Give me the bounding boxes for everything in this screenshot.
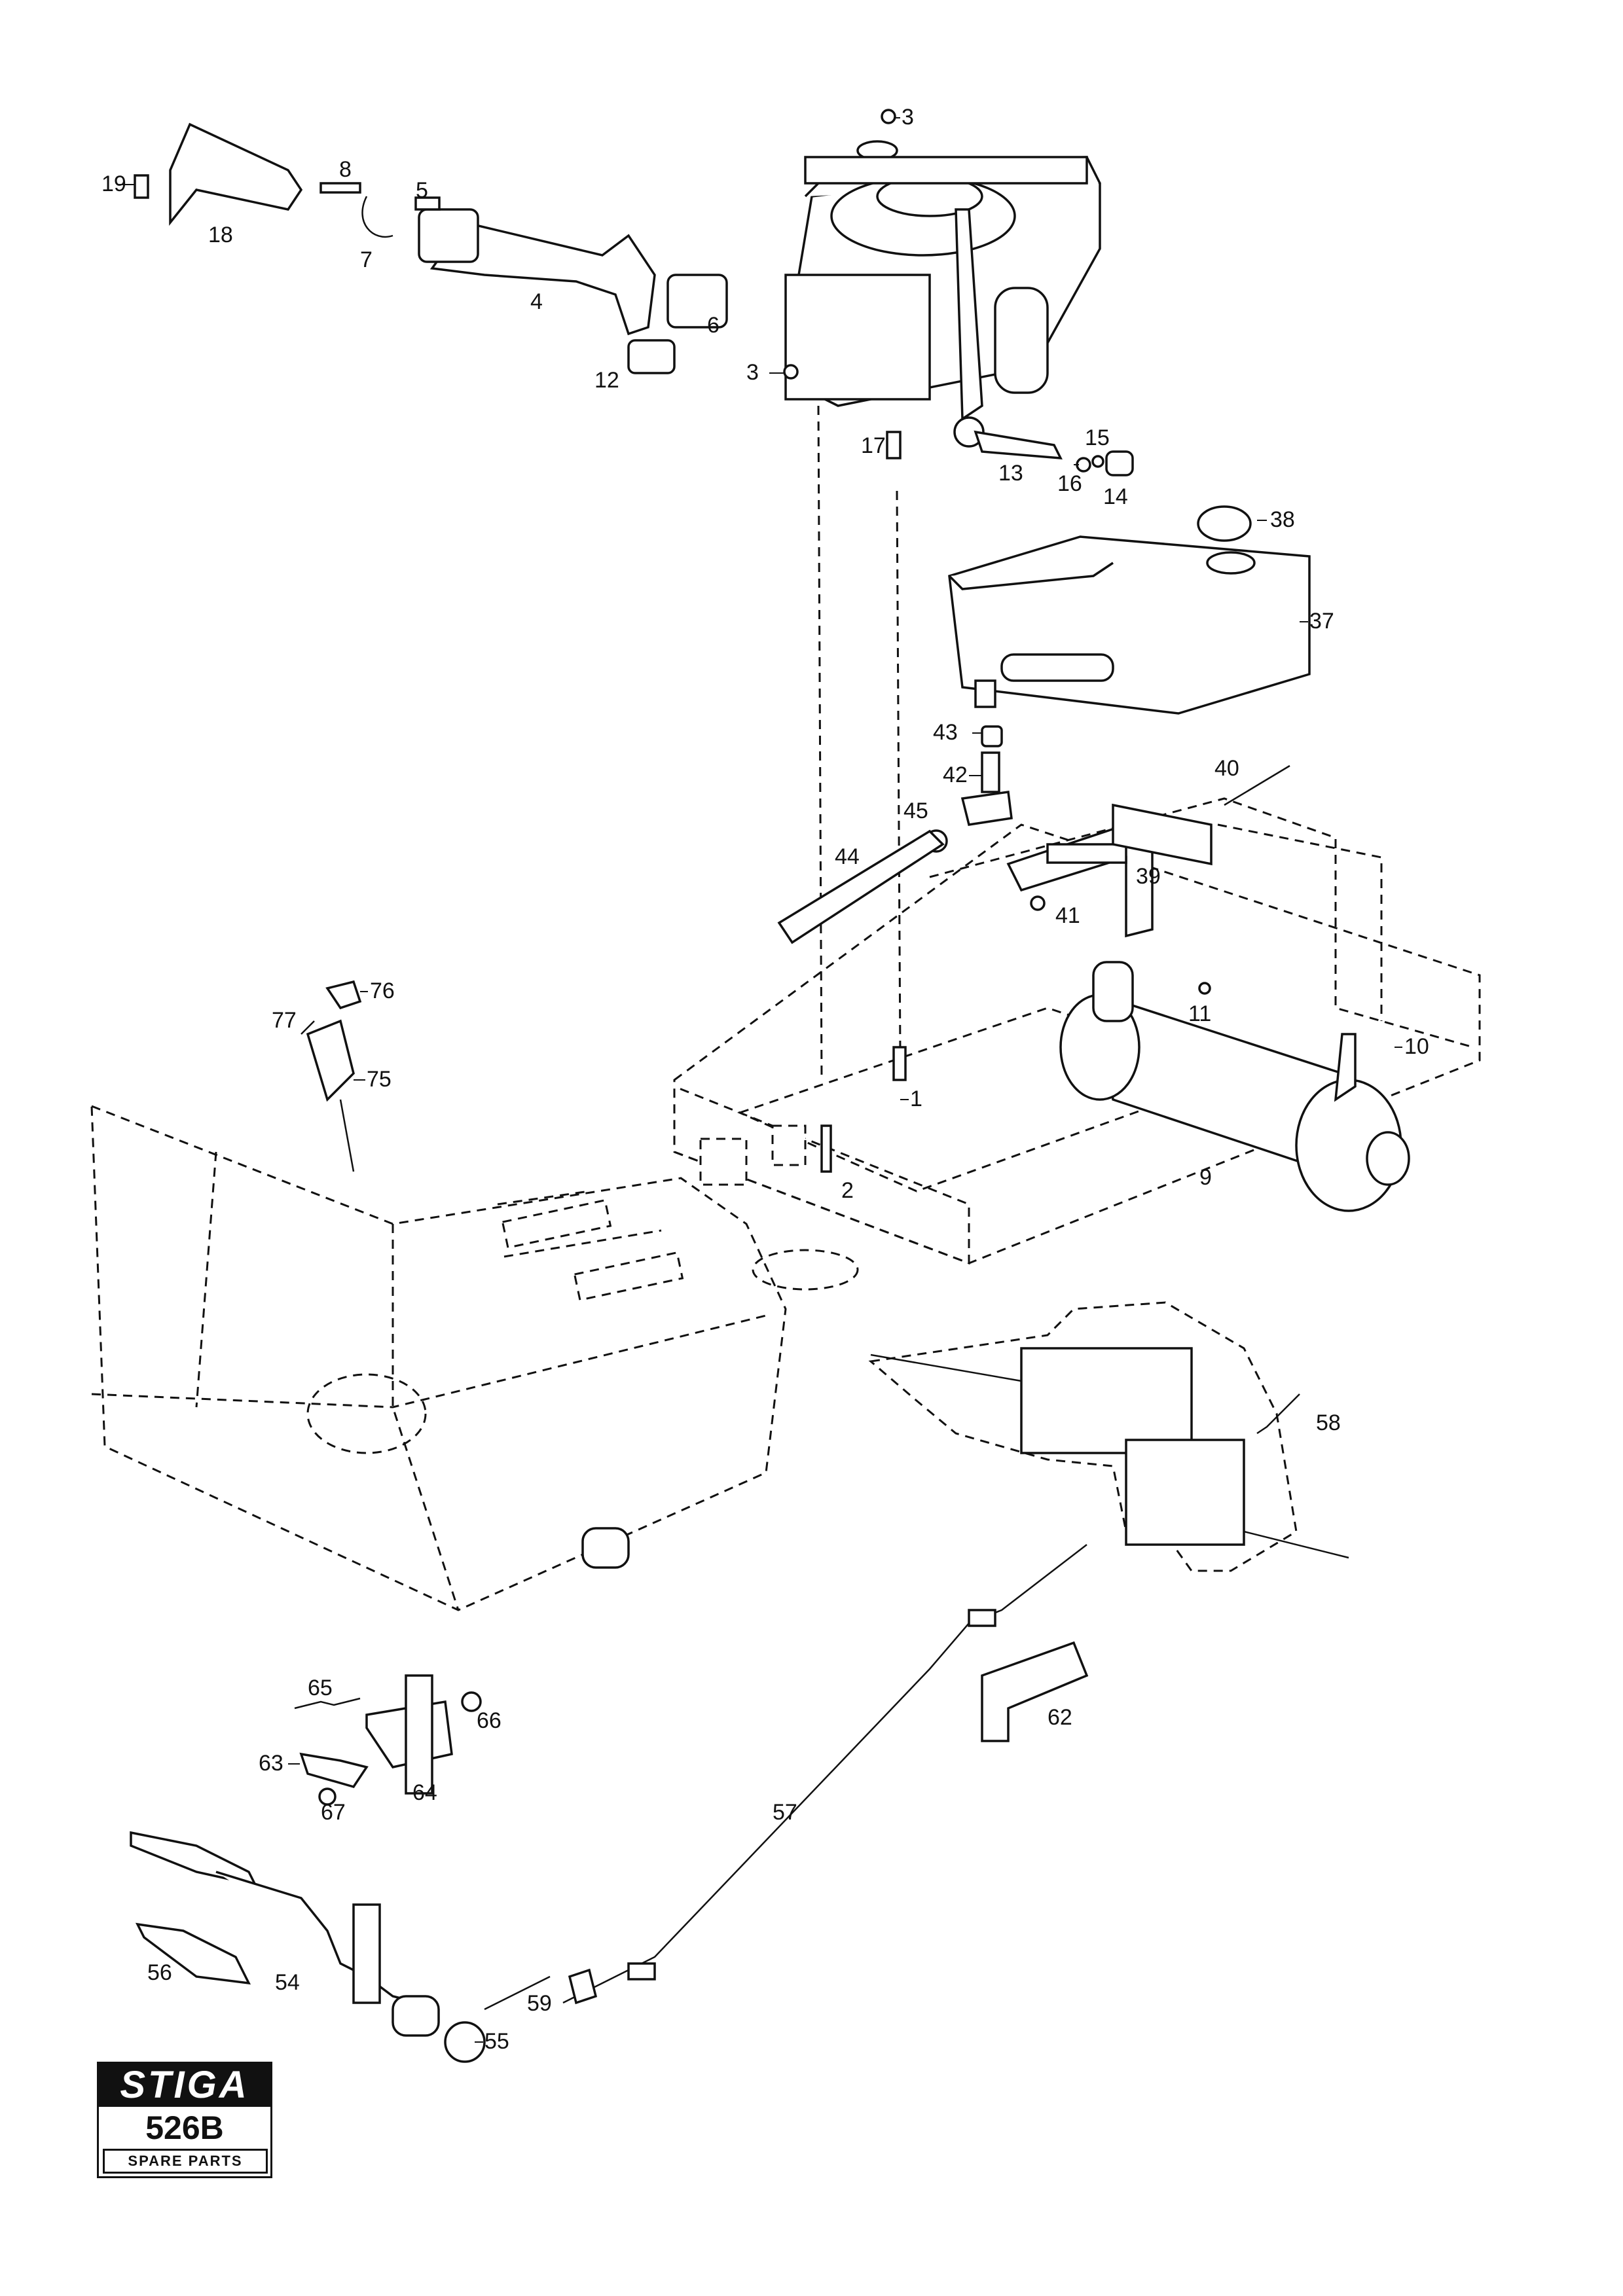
shield-part (169, 122, 303, 226)
callout-label: 16 (1057, 471, 1082, 496)
callout-label: 8 (339, 157, 352, 182)
small-hardware (783, 109, 1211, 1173)
callout-label: 65 (308, 1676, 333, 1700)
muffler-part (1059, 961, 1410, 1212)
callout-label: 58 (1316, 1410, 1341, 1435)
callout-label: 13 (998, 461, 1023, 486)
callout-label: 18 (208, 223, 233, 247)
lever-bracket-part (294, 1674, 482, 1806)
callout-label: 3 (902, 105, 914, 130)
callout-label: 56 (147, 1960, 172, 1985)
callout-label: 6 (707, 313, 720, 338)
cable-bracket-part (981, 1641, 1089, 1742)
leader-lines (118, 117, 1402, 2043)
callout-label: 3 (746, 360, 759, 385)
fuel-line-parts (777, 725, 1013, 944)
guide-line (817, 405, 823, 1081)
logo-subtitle: SPARE PARTS (103, 2149, 268, 2174)
bolt-part (134, 174, 149, 199)
logo-model: 526B (145, 2109, 224, 2146)
guide-line (896, 490, 902, 1054)
callout-label: 63 (259, 1751, 283, 1776)
callout-label: 62 (1048, 1705, 1072, 1730)
callout-label: 17 (861, 433, 886, 458)
callout-label: 43 (933, 720, 958, 745)
callout-label: 38 (1270, 507, 1295, 532)
frame-outline (673, 797, 1481, 1265)
callout-label: 44 (835, 844, 860, 869)
fuel-tank-part (948, 505, 1311, 715)
callout-label: 4 (530, 289, 543, 314)
engine (784, 140, 1101, 448)
mower-body-outline (90, 1104, 859, 1611)
callout-label: 39 (1136, 864, 1161, 889)
callout-label: 14 (1103, 484, 1128, 509)
callout-labels: 1 2 3 3 4 5 6 7 8 9 10 11 12 13 14 15 16… (101, 105, 1429, 2054)
callout-label: 41 (1055, 903, 1080, 928)
stiga-logo: STIGA 526B SPARE PARTS (97, 2062, 272, 2178)
callout-label: 45 (903, 798, 928, 823)
callout-label: 5 (416, 178, 428, 203)
callout-label: 15 (1085, 425, 1110, 450)
callout-label: 12 (594, 368, 619, 393)
callout-label: 40 (1214, 756, 1239, 781)
spring-part (1256, 1393, 1300, 1435)
callout-label: 54 (275, 1970, 300, 1995)
callout-label: 55 (484, 2029, 509, 2054)
callout-label: 64 (412, 1780, 437, 1805)
exhaust-pipe-part (319, 182, 728, 374)
callout-label: 1 (910, 1086, 922, 1111)
callout-label: 10 (1404, 1034, 1429, 1059)
callout-label: 7 (360, 247, 373, 272)
callout-label: 67 (321, 1800, 346, 1825)
callout-label: 76 (370, 978, 395, 1003)
callout-label: 77 (272, 1008, 297, 1033)
callout-label: 42 (943, 762, 968, 787)
callout-label: 66 (477, 1708, 501, 1733)
callout-label: 37 (1309, 609, 1334, 634)
logo-brand: STIGA (99, 2064, 270, 2107)
callout-label: 11 (1188, 1001, 1211, 1026)
pedal-part (130, 1831, 598, 2063)
control-cable-part (562, 1544, 1087, 2004)
callout-label: 59 (527, 1991, 552, 2016)
callout-label: 57 (773, 1800, 797, 1825)
bracket-part (1006, 764, 1290, 938)
throttle-control-part (301, 980, 362, 1172)
callout-label: 75 (367, 1067, 392, 1092)
callout-label: 9 (1199, 1165, 1212, 1190)
callout-label: 2 (841, 1178, 854, 1203)
transmission-part (868, 1301, 1349, 1572)
